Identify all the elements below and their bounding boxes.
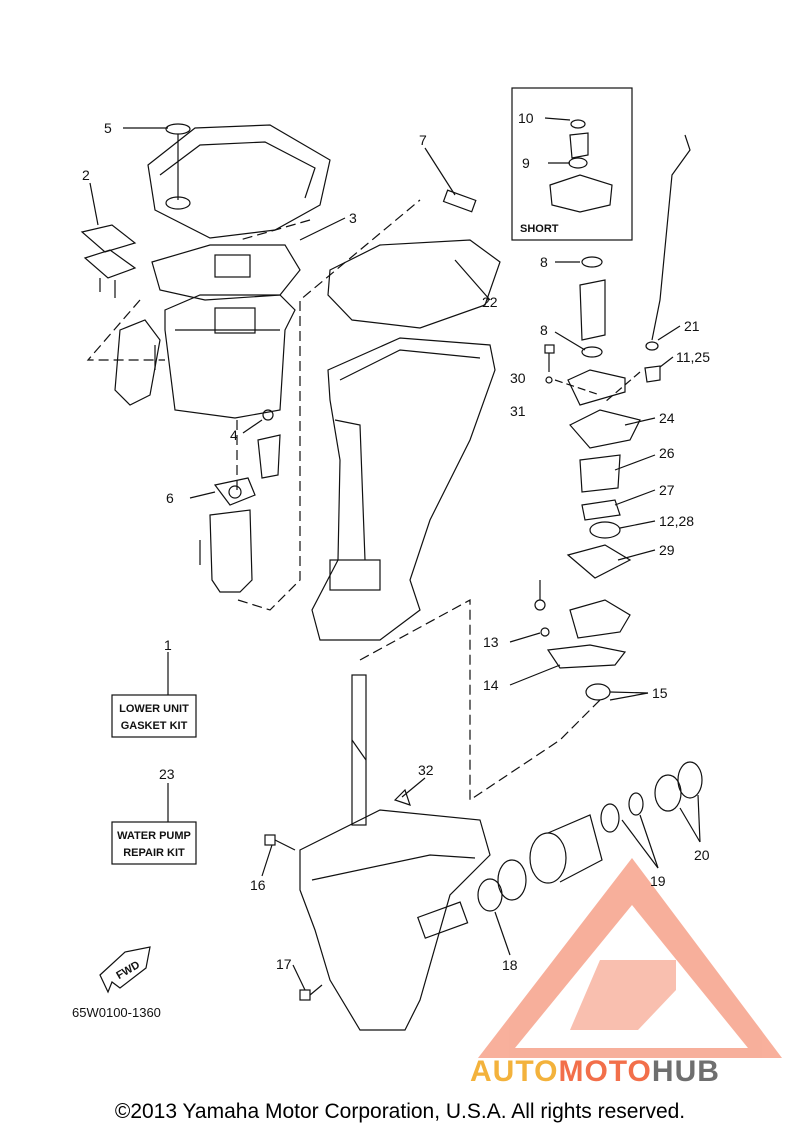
part-label: 1	[164, 637, 172, 653]
part-label: 30	[510, 370, 526, 386]
part-label: 21	[684, 318, 700, 334]
prop-shaft-housing-part	[477, 761, 703, 912]
watermark-brand: AUTOMOTOHUB	[470, 1055, 795, 1089]
part-number-labels: 5 2 7 3 10 9 8 22 8 21 11,25 30 31 4 24 …	[82, 110, 710, 973]
part-label: 31	[510, 403, 526, 419]
part-label: 20	[694, 847, 710, 863]
part-label: 32	[418, 762, 434, 778]
part-label: 15	[652, 685, 668, 701]
fwd-arrow-icon	[99, 946, 151, 994]
guide-lines-right	[554, 371, 641, 403]
water-pump-parts	[534, 256, 641, 701]
part-label: 4	[230, 427, 238, 443]
part-label: 2	[82, 167, 90, 183]
copyright-footer: ©2013 Yamaha Motor Corporation, U.S.A. A…	[114, 1100, 686, 1123]
part-label: 8	[540, 254, 548, 270]
short-label: SHORT	[520, 223, 559, 235]
water-pump-kit-line1: WATER PUMP	[117, 830, 191, 842]
exhaust-pipe-part	[199, 509, 253, 593]
guide-lines-left	[86, 199, 421, 611]
fwd-label: FWD	[114, 959, 142, 982]
small-fitting-part	[257, 409, 281, 479]
upper-casing-part	[147, 123, 331, 239]
part-label: 12,28	[659, 513, 694, 529]
diagram-id: 65W0100-1360	[72, 1005, 161, 1020]
watermark-part-a: AUTO	[470, 1055, 559, 1088]
part-label: 7	[419, 132, 427, 148]
gasket-part	[151, 244, 301, 301]
part-label: 14	[483, 677, 499, 693]
grommet-part	[645, 341, 659, 351]
lower-unit-part	[299, 788, 491, 1031]
part-label: 11,25	[676, 349, 710, 365]
part-label: 26	[659, 445, 675, 461]
short-inset-parts	[549, 119, 613, 213]
short-inset-box	[511, 87, 633, 241]
part-label: 5	[104, 120, 112, 136]
part-label: 9	[522, 155, 530, 171]
water-pump-kit-line2: REPAIR KIT	[123, 847, 185, 859]
grommet-11-part	[644, 365, 661, 383]
bolt-30-part	[544, 344, 555, 384]
water-pump-repair-kit-box	[111, 821, 197, 865]
lower-unit-kit-line2: GASKET KIT	[121, 720, 188, 732]
lower-unit-kit-line1: LOWER UNIT	[119, 703, 189, 715]
part-label: 13	[483, 634, 499, 650]
watermark-part-c: HUB	[651, 1055, 720, 1088]
gasket-6-part	[213, 477, 256, 506]
bracket-part	[80, 224, 137, 298]
exhaust-manifold-part	[114, 319, 161, 406]
oil-pan-part	[164, 294, 296, 419]
part-label: 16	[250, 877, 266, 893]
part-label: 23	[159, 766, 175, 782]
part-label: 18	[502, 957, 518, 973]
bracket-7-part	[442, 189, 477, 213]
upper-casing-center	[311, 239, 501, 641]
part-label: 19	[650, 873, 666, 889]
watermark-logo	[478, 858, 782, 1058]
part-label: 8	[540, 322, 548, 338]
bolt-parts	[264, 834, 323, 1001]
part-label: 6	[166, 490, 174, 506]
leader-lines	[89, 117, 701, 991]
guide-lines-center	[359, 598, 601, 802]
watermark-part-b: MOTO	[558, 1055, 652, 1088]
part-label: 10	[518, 110, 534, 126]
part-label: 29	[659, 542, 675, 558]
part-label: 24	[659, 410, 675, 426]
water-tube-part	[651, 134, 691, 341]
part-label: 22	[482, 294, 498, 310]
driveshaft-part	[351, 674, 367, 826]
part-label: 27	[659, 482, 675, 498]
part-label: 3	[349, 210, 357, 226]
lower-unit-gasket-kit-box	[111, 694, 197, 738]
part-label: 17	[276, 956, 292, 972]
